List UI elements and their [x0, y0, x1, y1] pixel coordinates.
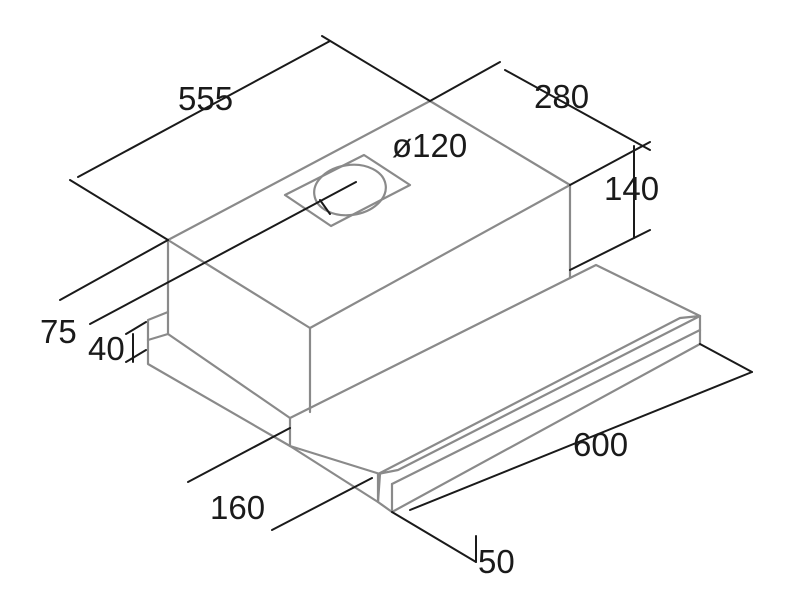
- handle-front: [376, 314, 702, 514]
- dim-50-ext: [391, 511, 477, 563]
- dim-40-tick-bottom: [125, 349, 147, 363]
- lower-frame-left-step: [146, 310, 170, 342]
- dim-600-ext-right: [699, 343, 753, 373]
- label-555: 555: [178, 80, 233, 117]
- dim-280-line: [504, 69, 651, 151]
- label-140: 140: [604, 170, 659, 207]
- dim-140-ext-bottom: [569, 229, 651, 271]
- dim-120-leader-tick: [319, 199, 331, 215]
- dim-160-ext-left: [187, 427, 291, 483]
- dimension-lines: [59, 35, 753, 563]
- handle-top: [376, 314, 702, 476]
- dim-120-leader: [89, 181, 357, 325]
- upper-box-top: [166, 99, 572, 330]
- duct-circle: [313, 163, 387, 217]
- label-160: 160: [210, 489, 265, 526]
- dim-555-ext-left: [69, 179, 169, 241]
- handle-mid: [390, 328, 702, 486]
- dim-75-line: [59, 239, 169, 301]
- lower-frame-top: [146, 263, 702, 420]
- label-diameter-120: ø120: [392, 127, 467, 164]
- dim-280-ext-left: [429, 61, 501, 102]
- label-75: 75: [40, 313, 77, 350]
- label-50: 50: [478, 543, 515, 580]
- label-600: 600: [573, 426, 628, 463]
- label-40: 40: [88, 330, 125, 367]
- dim-160-ext-right: [271, 477, 373, 531]
- lower-frame-front: [146, 338, 292, 448]
- dim-555-ext-right: [321, 35, 431, 102]
- dim-280-ext-right: [569, 141, 651, 186]
- dimension-labels: 555 280 ø120 140 75 40 160 600 50: [40, 78, 659, 580]
- lower-frame-center: [288, 444, 382, 476]
- dim-40-tick-top: [125, 321, 147, 335]
- dim-555-line: [77, 40, 331, 178]
- lower-frame-bottom: [288, 444, 382, 504]
- dim-600-line: [409, 371, 753, 511]
- label-280: 280: [534, 78, 589, 115]
